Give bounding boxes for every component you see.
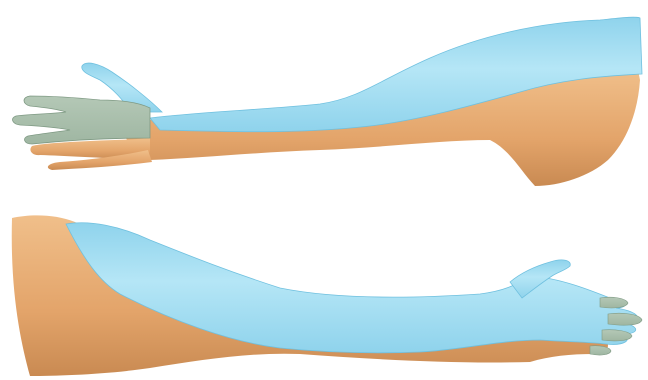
lower-fingertip-gray-1	[600, 297, 628, 308]
lower-fingertip-gray-4	[590, 346, 611, 355]
upper-arm-view	[13, 17, 642, 186]
upper-hand-gray-region	[13, 96, 150, 144]
lower-arm-view	[12, 215, 642, 376]
lower-fingertip-gray-2	[608, 313, 642, 325]
